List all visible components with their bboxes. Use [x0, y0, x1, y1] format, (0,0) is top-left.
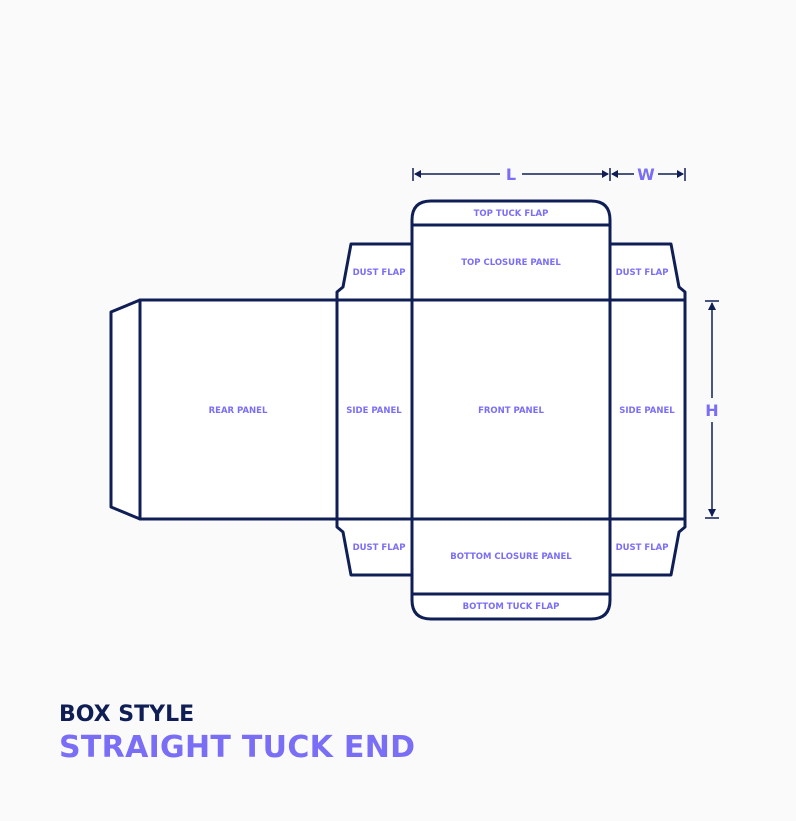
dust-flap-bottom-right-label: DUST FLAP: [616, 543, 669, 553]
dust-flap-bottom-right: [608, 517, 687, 577]
dimension-width-label: W: [637, 165, 655, 184]
top-closure-panel-label: TOP CLOSURE PANEL: [461, 258, 561, 268]
dust-flap-bottom-left-label: DUST FLAP: [353, 543, 406, 553]
dust-flap-top-left: [335, 242, 414, 302]
side-panel-right-label: SIDE PANEL: [619, 406, 675, 416]
top-tuck-flap: [410, 199, 612, 227]
dust-flap-top-right: [608, 242, 687, 302]
side-panel-left-label: SIDE PANEL: [346, 406, 402, 416]
caption-block: BOX STYLE STRAIGHT TUCK END: [59, 700, 415, 766]
top-closure-panel: [410, 223, 612, 302]
glue-flap: [109, 298, 142, 521]
bottom-closure-panel-label: BOTTOM CLOSURE PANEL: [450, 552, 572, 562]
bottom-tuck-flap-label: BOTTOM TUCK FLAP: [463, 602, 560, 612]
side-panel-right: [608, 298, 687, 521]
top-tuck-flap-label: TOP TUCK FLAP: [474, 209, 549, 219]
dust-flap-bottom-left: [335, 517, 414, 577]
bottom-tuck-flap: [410, 592, 612, 621]
dust-flap-top-right-label: DUST FLAP: [616, 268, 669, 278]
front-panel-label: FRONT PANEL: [478, 406, 544, 416]
rear-panel: [138, 298, 339, 521]
dimension-height-label: H: [705, 401, 718, 420]
side-panel-left: [335, 298, 414, 521]
rear-panel-label: REAR PANEL: [209, 406, 268, 416]
box-style-subtitle: BOX STYLE: [59, 702, 195, 727]
bottom-closure-panel: [410, 517, 612, 596]
dust-flap-top-left-label: DUST FLAP: [353, 268, 406, 278]
box-style-title: STRAIGHT TUCK END: [59, 730, 416, 765]
dimension-length-label: L: [506, 165, 516, 184]
